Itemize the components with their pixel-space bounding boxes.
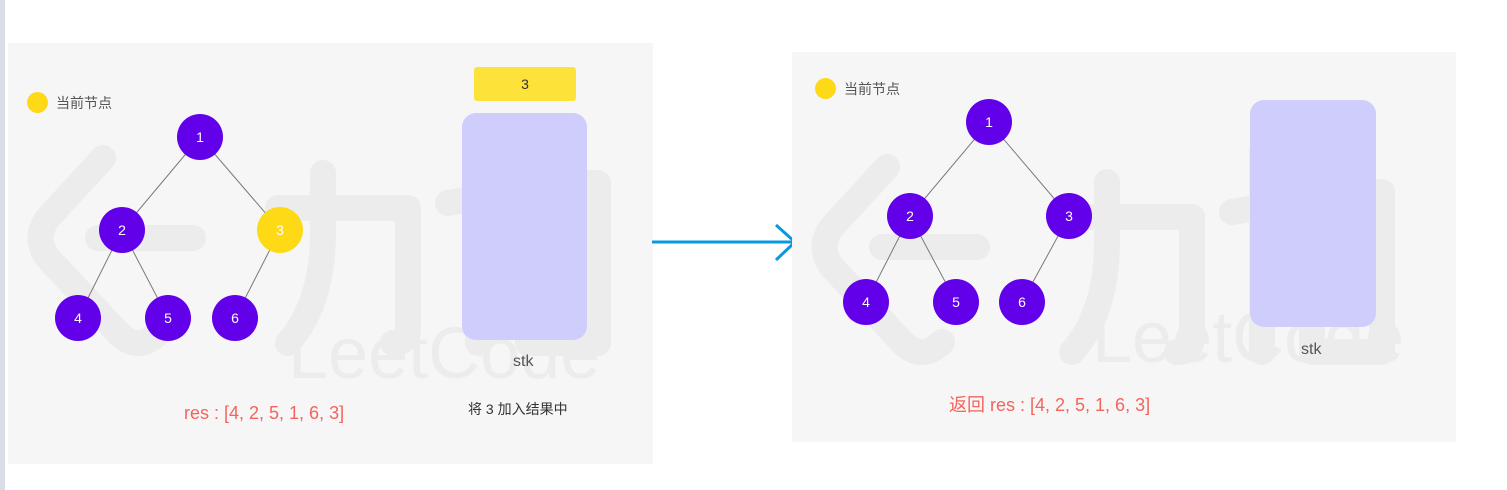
stack-item: 3	[474, 67, 576, 101]
tree-node-3: 3	[257, 207, 303, 253]
node-circle	[966, 99, 1012, 145]
node-label: 6	[231, 310, 239, 326]
tree-node-3: 3	[1046, 193, 1092, 239]
step-caption: 将 3 加入结果中	[468, 401, 568, 417]
node-label: 5	[164, 310, 172, 326]
node-circle	[55, 295, 101, 341]
legend-label: 当前节点	[56, 94, 112, 111]
node-circle	[999, 279, 1045, 325]
legend: 当前节点	[27, 92, 112, 113]
node-label: 5	[952, 294, 960, 310]
legend-label: 当前节点	[844, 80, 900, 97]
tree-node-2: 2	[99, 207, 145, 253]
tree-node-4: 4	[843, 279, 889, 325]
node-label: 3	[1065, 208, 1073, 224]
node-circle	[257, 207, 303, 253]
tree-node-6: 6	[999, 279, 1045, 325]
stack-container	[1250, 100, 1376, 327]
node-circle	[1046, 193, 1092, 239]
node-label: 2	[118, 222, 126, 238]
tree-node-6: 6	[212, 295, 258, 341]
stack-label: stk	[513, 353, 534, 370]
node-label: 4	[862, 294, 870, 310]
node-label: 3	[276, 222, 284, 238]
result-text: res : [4, 2, 5, 1, 6, 3]	[184, 403, 345, 423]
tree-node-5: 5	[145, 295, 191, 341]
node-circle	[843, 279, 889, 325]
tree-node-2: 2	[887, 193, 933, 239]
node-circle	[887, 193, 933, 239]
tree-node-4: 4	[55, 295, 101, 341]
node-label: 6	[1018, 294, 1026, 310]
node-circle	[212, 295, 258, 341]
tree-node-1: 1	[177, 114, 223, 160]
result-text: 返回 res : [4, 2, 5, 1, 6, 3]	[949, 395, 1151, 415]
window-edge	[0, 0, 5, 490]
node-label: 1	[196, 129, 204, 145]
node-circle	[99, 207, 145, 253]
node-label: 4	[74, 310, 82, 326]
current-node-legend-dot	[27, 92, 48, 113]
tree-node-5: 5	[933, 279, 979, 325]
node-circle	[933, 279, 979, 325]
node-circle	[145, 295, 191, 341]
node-circle	[177, 114, 223, 160]
legend: 当前节点	[815, 78, 900, 99]
node-label: 1	[985, 114, 993, 130]
current-node-legend-dot	[815, 78, 836, 99]
stack-label: stk	[1301, 341, 1322, 358]
stack-container	[462, 113, 587, 340]
right-arrow-icon	[652, 223, 797, 262]
node-label: 2	[906, 208, 914, 224]
tree-node-1: 1	[966, 99, 1012, 145]
